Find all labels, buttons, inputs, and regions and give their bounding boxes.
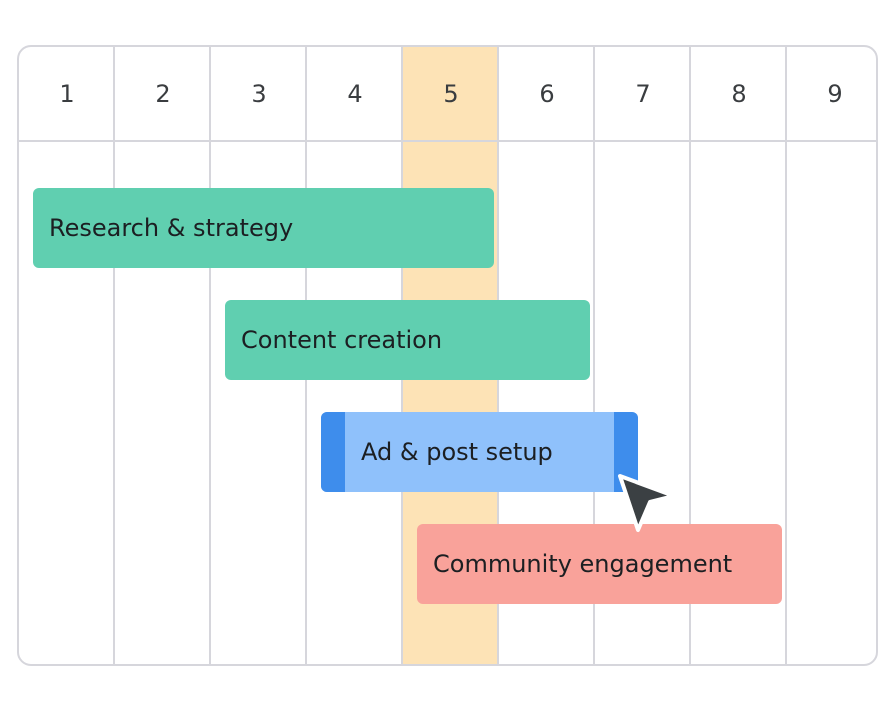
column-divider xyxy=(113,47,115,664)
column-header-5[interactable]: 5 xyxy=(443,79,459,108)
column-header-1[interactable]: 1 xyxy=(59,79,75,108)
column-header-2[interactable]: 2 xyxy=(155,79,171,108)
column-header-6[interactable]: 6 xyxy=(539,79,555,108)
task-label: Research & strategy xyxy=(49,214,294,242)
task-bar[interactable]: Research & strategy xyxy=(33,188,494,268)
column-divider xyxy=(689,47,691,664)
task-label: Community engagement xyxy=(433,550,733,578)
column-header-9[interactable]: 9 xyxy=(827,79,843,108)
column-header-3[interactable]: 3 xyxy=(251,79,267,108)
task-bar[interactable]: Content creation xyxy=(225,300,590,380)
task-label: Content creation xyxy=(241,326,443,354)
column-header-4[interactable]: 4 xyxy=(347,79,363,108)
task-bar[interactable]: Community engagement xyxy=(417,524,782,604)
column-header-8[interactable]: 8 xyxy=(731,79,747,108)
task-bar[interactable]: Ad & post setup xyxy=(321,412,638,492)
column-header-7[interactable]: 7 xyxy=(635,79,651,108)
arrow-cursor-icon xyxy=(618,474,676,532)
task-label: Ad & post setup xyxy=(361,438,553,466)
column-divider xyxy=(209,47,211,664)
column-divider xyxy=(593,47,595,664)
column-divider xyxy=(785,47,787,664)
header-divider xyxy=(19,140,876,142)
resize-handle-left[interactable] xyxy=(321,412,345,492)
